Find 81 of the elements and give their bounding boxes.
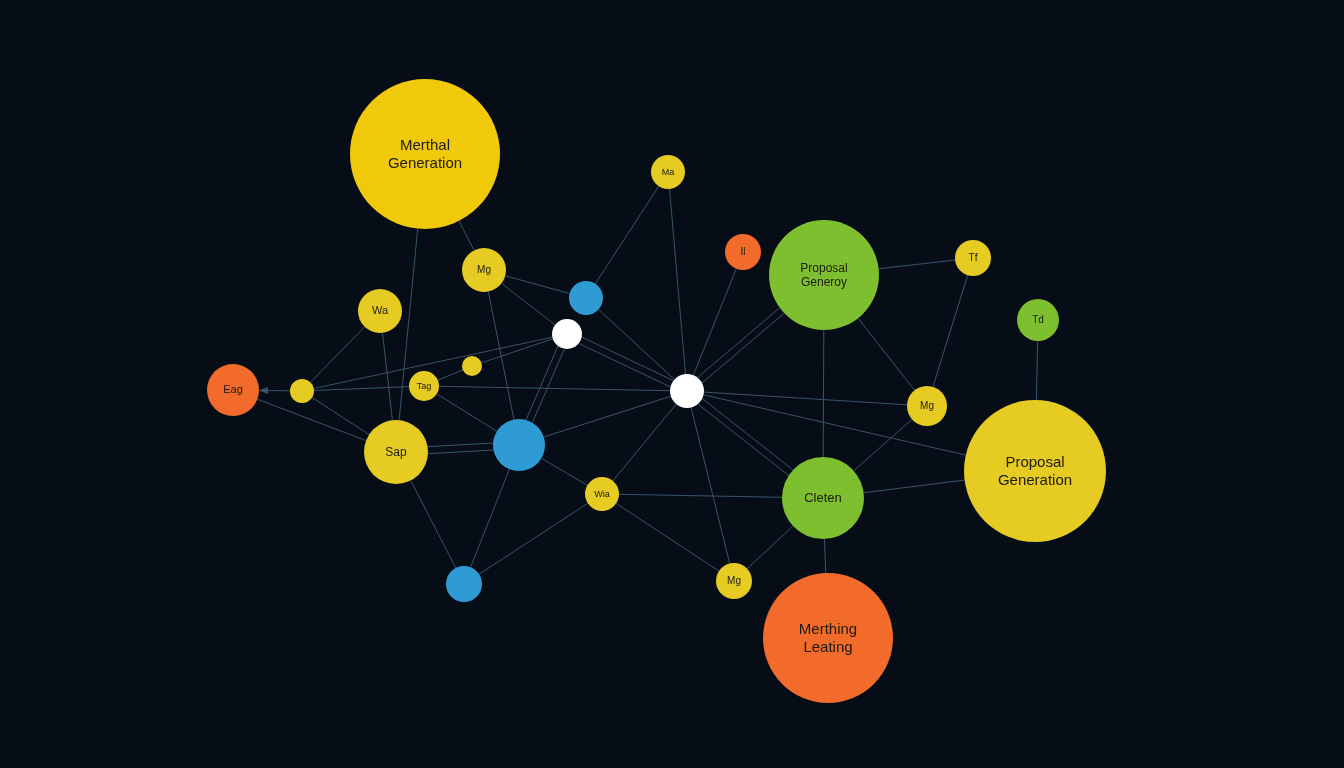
connector-line	[598, 309, 675, 380]
dot-circle	[670, 374, 704, 408]
connector-line	[382, 332, 393, 421]
arrow	[258, 386, 291, 395]
connector-line	[692, 268, 737, 376]
connector-line	[500, 282, 556, 326]
connector-line	[313, 386, 410, 391]
connector-line	[543, 395, 672, 438]
connector-line	[478, 502, 589, 575]
node-label: Mg	[920, 400, 934, 412]
topic-circle	[207, 364, 259, 416]
connector-line	[853, 418, 913, 472]
connector-line	[578, 342, 671, 388]
connector-line	[618, 493, 783, 498]
connector-line	[487, 291, 515, 420]
node-label: Tf	[968, 252, 978, 264]
connector-line	[313, 336, 553, 389]
node-label: Wia	[594, 488, 610, 500]
node-label: Il	[740, 246, 746, 258]
connector-line	[1035, 340, 1039, 401]
connector-line	[531, 348, 565, 424]
topic-circle	[358, 289, 402, 333]
topic-circle	[409, 371, 439, 401]
connector-line	[427, 449, 494, 455]
node-label: Td	[1032, 314, 1044, 326]
node-label: Sap	[385, 444, 407, 460]
topic-circle	[955, 240, 991, 276]
dot-circle	[552, 319, 582, 349]
node-label: Merthal Generation	[386, 136, 464, 172]
connector-line	[669, 188, 686, 375]
connector-line	[436, 393, 498, 432]
node-label: Wa	[371, 304, 389, 318]
node-label: Tag	[416, 380, 432, 392]
connector-line	[690, 407, 731, 564]
connector-line	[481, 338, 554, 364]
dot-circle	[493, 419, 545, 471]
connector-line	[437, 369, 464, 381]
connector-line	[863, 479, 966, 494]
connector-line	[470, 468, 510, 568]
topic-circle	[907, 386, 947, 426]
node-label: Merthing Leating	[797, 620, 859, 656]
node-label: Proposal Generation	[996, 453, 1074, 489]
connector-line	[878, 259, 956, 270]
node-label: Eag	[223, 383, 243, 397]
connector-line	[857, 317, 916, 391]
connector-line	[540, 457, 588, 486]
topic-circle	[716, 563, 752, 599]
topic-circle	[585, 477, 619, 511]
connector-line	[398, 228, 419, 421]
topic-circle	[462, 248, 506, 292]
connector-line	[824, 538, 827, 574]
dot-circle	[569, 281, 603, 315]
connector-line	[594, 185, 660, 285]
connector-line	[703, 394, 967, 456]
connector-line	[612, 403, 677, 482]
connector-line	[256, 398, 367, 442]
connector-line	[746, 525, 794, 570]
dot-circle	[462, 356, 482, 376]
connector-line	[581, 336, 674, 382]
connector-line	[410, 479, 457, 569]
connector-line	[504, 275, 571, 294]
dot-circle	[290, 379, 314, 403]
topic-circle	[651, 155, 685, 189]
topic-circle	[1017, 299, 1059, 341]
connector-line	[822, 329, 825, 458]
connector-line	[458, 220, 475, 251]
connector-line	[438, 385, 671, 392]
connector-line	[703, 391, 908, 406]
node-label: Cleten	[804, 490, 842, 506]
connector-line	[525, 345, 559, 421]
connector-line	[427, 442, 494, 448]
connector-line	[309, 326, 366, 383]
node-label: Ma	[661, 166, 675, 178]
connector-line	[615, 502, 720, 572]
node-label: Mg	[477, 264, 491, 276]
node-label: Mg	[727, 575, 741, 587]
node-label: Proposal Generoy	[799, 260, 849, 290]
topic-circle	[725, 234, 761, 270]
connector-line	[932, 274, 969, 388]
dot-circle	[446, 566, 482, 602]
connector-line	[311, 397, 370, 436]
